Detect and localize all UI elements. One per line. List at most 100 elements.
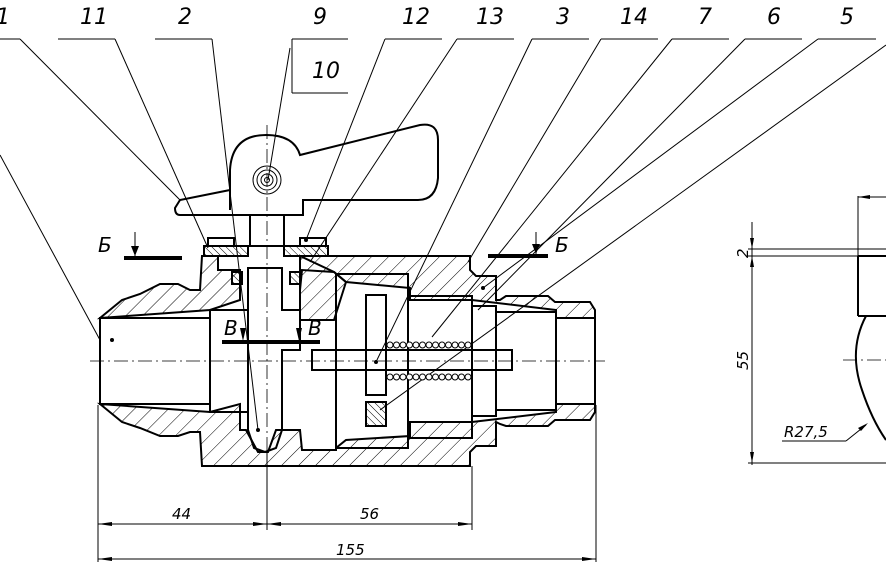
- spring-coil: [451, 341, 459, 349]
- spring-coil: [399, 341, 407, 349]
- arrowhead: [253, 522, 267, 526]
- leader-dot: [481, 286, 485, 290]
- arrowhead-v-right: [296, 328, 302, 341]
- spring-coil: [386, 341, 394, 349]
- spring-coil: [399, 373, 407, 381]
- section-v-left: В: [224, 316, 238, 340]
- callout-13: 13: [476, 5, 504, 30]
- arrowhead: [458, 522, 472, 526]
- callout-6-leader: [477, 38, 746, 311]
- arrowhead: [582, 557, 596, 561]
- spring-coil: [464, 341, 472, 349]
- handle-nut-outer: [252, 165, 282, 195]
- spring-coil: [464, 373, 472, 381]
- dim-44: 44: [172, 505, 191, 523]
- screw-left: [207, 237, 235, 247]
- spring-coil: [393, 373, 400, 381]
- callout-9: 9: [313, 5, 327, 30]
- dim-55: 55: [734, 351, 752, 370]
- leader-dot: [304, 238, 308, 242]
- spring-coil: [406, 373, 413, 381]
- spring-coil: [386, 373, 394, 381]
- spring-coil: [412, 373, 420, 381]
- arrowhead: [858, 423, 868, 431]
- arrowhead: [750, 452, 754, 463]
- dim-155: 155: [336, 541, 365, 559]
- section-b-left: Б: [98, 233, 112, 257]
- arrowhead: [267, 522, 281, 526]
- arrowhead: [98, 557, 112, 561]
- piston-slot: [365, 294, 387, 396]
- body-lower: [96, 402, 596, 467]
- bottom-dimensions: 44 56 155: [97, 405, 597, 562]
- spring-coil: [432, 341, 439, 349]
- leader-dot: [374, 360, 378, 364]
- dim-r27-5: R27,5: [784, 423, 828, 441]
- spring-coil: [458, 373, 465, 381]
- callout-1-leader: [19, 38, 181, 201]
- spring-coil: [432, 373, 439, 381]
- callout-3: 3: [556, 5, 570, 30]
- spring-coil: [458, 341, 465, 349]
- section-marks: Б Б В В: [98, 232, 569, 344]
- spring-coil: [393, 341, 400, 349]
- callout-5-leader: [482, 38, 819, 289]
- valve-body: [90, 123, 605, 470]
- callout-6: 6: [767, 5, 781, 30]
- arrowhead: [750, 238, 754, 249]
- gland-left: [203, 245, 249, 257]
- spring-coil: [438, 373, 446, 381]
- gland-right: [283, 245, 329, 257]
- spring-coil: [425, 373, 433, 381]
- o-ring-left: [231, 271, 243, 285]
- spring-coil: [445, 373, 452, 381]
- spring-coil: [445, 341, 452, 349]
- callout-body-leader: [0, 154, 101, 341]
- callout-1: 1: [0, 5, 10, 30]
- o-ring-right: [289, 271, 301, 285]
- spring-coils: [386, 341, 472, 381]
- dim-2: 2: [734, 248, 752, 258]
- callout-2: 2: [178, 5, 192, 30]
- spring-coil: [451, 373, 459, 381]
- callout-7: 7: [698, 5, 712, 30]
- spring-coil: [419, 341, 426, 349]
- spring-coil: [419, 373, 426, 381]
- body-upper-left: [96, 255, 241, 320]
- callout-2-leader: [211, 38, 259, 431]
- spring-coil: [438, 341, 446, 349]
- callout-13-leader: [309, 38, 458, 263]
- handle-nut-mid: [256, 169, 278, 191]
- spring-coil: [412, 341, 420, 349]
- leader-dot: [110, 338, 114, 342]
- arrowhead: [750, 256, 754, 267]
- callout-14: 14: [620, 5, 648, 30]
- spring-shaft: [311, 349, 513, 371]
- callout-4-leader: [379, 44, 886, 411]
- arrowhead-v-left: [240, 328, 246, 341]
- dim-56: 56: [360, 505, 379, 523]
- handle: [173, 123, 439, 216]
- callout-12-leader: [305, 38, 386, 241]
- callout-14-leader: [467, 38, 602, 263]
- section-v-right: В: [308, 316, 322, 340]
- callout-10: 10: [312, 59, 340, 84]
- screw-right: [299, 237, 327, 247]
- stem-plug: [247, 267, 301, 454]
- callout-11-leader: [114, 38, 209, 249]
- callout-12: 12: [402, 5, 430, 30]
- leader-dot: [256, 428, 260, 432]
- callout-5: 5: [840, 5, 854, 30]
- callout-11: 11: [80, 5, 108, 30]
- side-arc: [854, 315, 886, 441]
- arrowhead: [858, 195, 870, 199]
- arrowhead-b-right: [532, 244, 540, 254]
- callout-3-leader: [375, 38, 533, 363]
- callout-9-leader: [267, 47, 291, 181]
- section-b-right: Б: [555, 233, 569, 257]
- arrowhead-b-left: [131, 246, 139, 256]
- arrowhead: [98, 522, 112, 526]
- spring-coil: [406, 341, 413, 349]
- side-view: 2 55 R27,5: [734, 195, 886, 465]
